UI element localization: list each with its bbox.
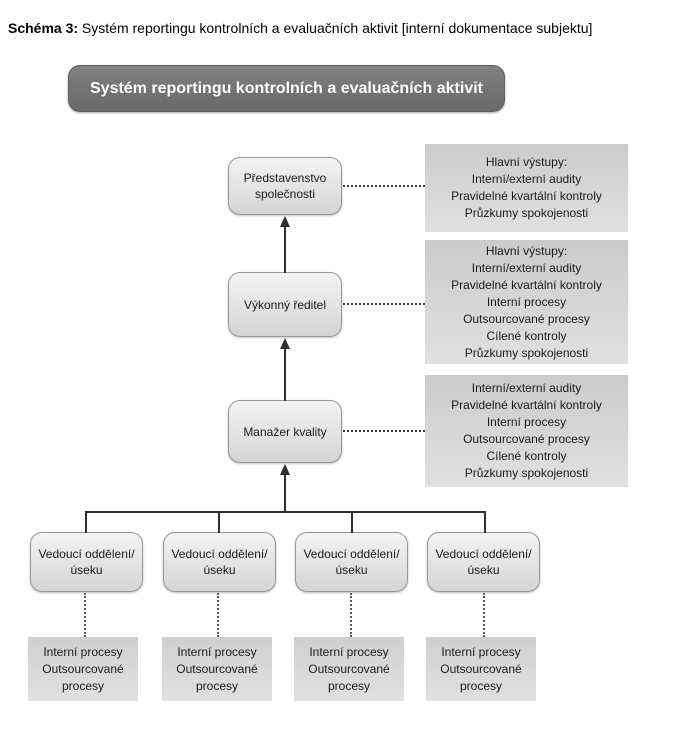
connector-drop-4	[484, 511, 486, 533]
panel-line: Cílené kontroly	[486, 328, 567, 343]
node-quality-manager: Manažer kvality	[228, 400, 342, 463]
arrowhead-up-icon	[280, 464, 290, 475]
panel-director-outputs: Hlavní výstupy: Interní/externí audity P…	[425, 240, 628, 364]
dotted-connector-manager-panel	[343, 430, 425, 432]
panel-line: Outsourcované procesy	[463, 311, 590, 326]
panel-line: Outsourcované procesy	[463, 432, 590, 446]
process-box-4: Interní procesy Outsourcované procesy	[426, 637, 536, 701]
connector-drop-3	[351, 511, 353, 533]
node-department-head-3: Vedoucí oddělení/úseku	[295, 532, 408, 592]
node-department-head-label: Vedoucí oddělení/úseku	[435, 547, 532, 577]
figure-caption-text: Systém reportingu kontrolních a evaluačn…	[78, 20, 593, 36]
node-director: Výkonný ředitel	[228, 272, 342, 337]
dotted-connector-head4-process	[483, 593, 485, 637]
panel-line: Interní/externí audity	[471, 172, 582, 186]
panel-quality-manager-outputs: Interní/externí audity Pravidelné kvartá…	[425, 375, 628, 487]
process-box-label: Interní procesy Outsourcované procesy	[42, 644, 124, 693]
node-department-head-label: Vedoucí oddělení/úseku	[171, 547, 268, 577]
figure-caption: Schéma 3: Systém reportingu kontrolních …	[8, 18, 608, 38]
dotted-connector-director-panel	[343, 303, 425, 305]
panel-line: Průzkumy spokojenosti	[464, 466, 589, 480]
process-box-label: Interní procesy Outsourcované procesy	[440, 644, 522, 693]
connector-heads-to-manager	[284, 474, 286, 513]
node-department-head-1: Vedoucí oddělení/úseku	[30, 532, 143, 592]
panel-line: Průzkumy spokojenosti	[464, 345, 589, 360]
panel-line: Pravidelné kvartální kontroly	[451, 277, 602, 292]
panel-line: Cílené kontroly	[486, 449, 567, 463]
panel-line: Interní/externí audity	[471, 381, 582, 395]
dotted-connector-board-panel	[343, 185, 425, 187]
dotted-connector-head3-process	[350, 593, 352, 637]
connector-drop-1	[85, 511, 87, 533]
node-department-head-label: Vedoucí oddělení/úseku	[38, 547, 135, 577]
dotted-connector-head2-process	[217, 593, 219, 637]
connector-heads-horizontal	[85, 511, 486, 513]
process-box-3: Interní procesy Outsourcované procesy	[294, 637, 404, 701]
dotted-connector-head1-process	[84, 593, 86, 637]
node-department-head-label: Vedoucí oddělení/úseku	[303, 547, 400, 577]
diagram-title-banner: Systém reportingu kontrolních a evaluačn…	[68, 65, 505, 112]
connector-manager-to-director	[284, 348, 286, 401]
node-department-head-2: Vedoucí oddělení/úseku	[163, 532, 276, 592]
panel-line: Pravidelné kvartální kontroly	[451, 398, 602, 412]
panel-board-outputs: Hlavní výstupy: Interní/externí audity P…	[425, 144, 628, 232]
panel-line: Interní procesy	[486, 294, 567, 309]
panel-line: Hlavní výstupy:	[485, 155, 568, 169]
node-department-head-4: Vedoucí oddělení/úseku	[427, 532, 540, 592]
connector-director-to-board	[284, 226, 286, 273]
process-box-label: Interní procesy Outsourcované procesy	[308, 644, 390, 693]
node-quality-manager-label: Manažer kvality	[243, 424, 327, 439]
node-director-label: Výkonný ředitel	[243, 297, 327, 312]
panel-line: Pravidelné kvartální kontroly	[451, 189, 602, 203]
panel-line: Interní procesy	[486, 415, 567, 429]
arrowhead-up-icon	[280, 216, 290, 227]
process-box-2: Interní procesy Outsourcované procesy	[162, 637, 272, 701]
panel-line: Hlavní výstupy:	[485, 243, 568, 258]
process-box-1: Interní procesy Outsourcované procesy	[28, 637, 138, 701]
figure-caption-number: Schéma 3:	[8, 20, 79, 36]
diagram-title: Systém reportingu kontrolních a evaluačn…	[90, 79, 483, 97]
connector-drop-2	[218, 511, 220, 533]
panel-line: Průzkumy spokojenosti	[464, 206, 589, 220]
panel-line: Interní/externí audity	[471, 260, 582, 275]
node-board-label: Představenstvo společnosti	[243, 171, 327, 201]
arrowhead-up-icon	[280, 338, 290, 349]
process-box-label: Interní procesy Outsourcované procesy	[176, 644, 258, 693]
node-board: Představenstvo společnosti	[228, 157, 342, 215]
